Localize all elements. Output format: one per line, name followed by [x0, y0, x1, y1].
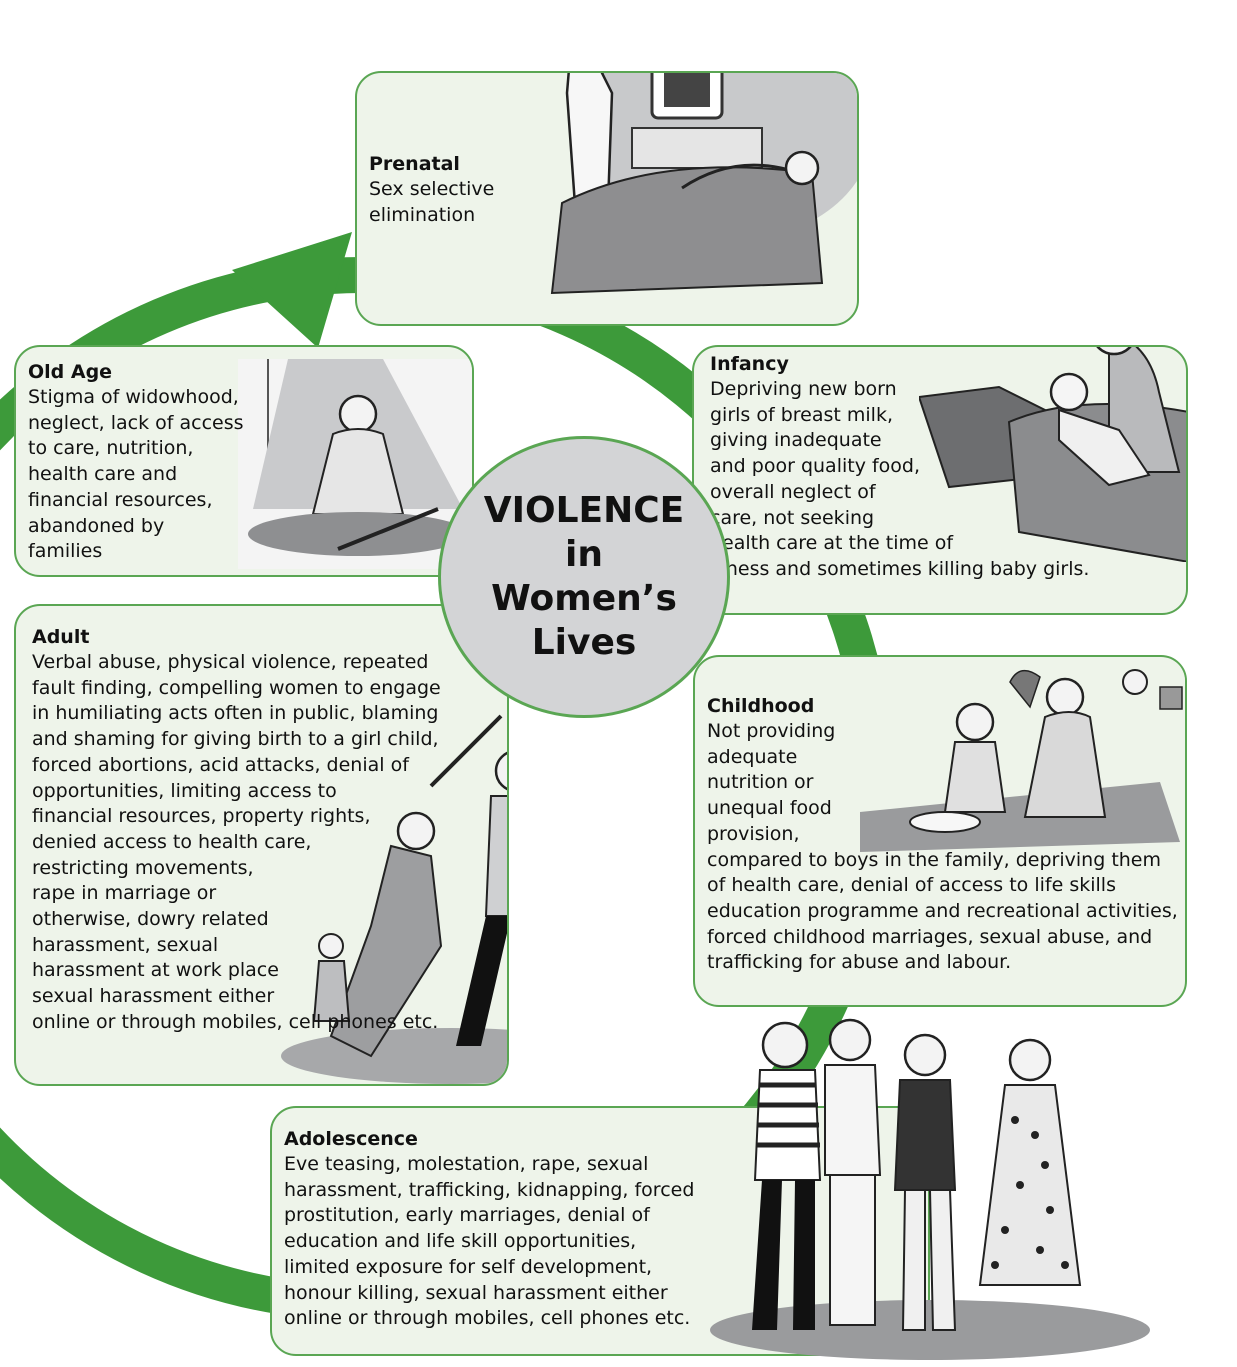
stage-card-old-age: Old Age Stigma of widowhood, neglect, la… [14, 345, 474, 577]
elderly-woman-illustration [238, 359, 472, 569]
cycle-arrowhead-icon [232, 232, 352, 348]
domestic-violence-illustration [281, 714, 507, 1084]
stage-description: Stigma of widowhood, neglect, lack of ac… [28, 386, 244, 563]
center-circle: VIOLENCE in Women’s Lives [438, 436, 730, 718]
ultrasound-illustration [550, 73, 857, 295]
center-title: VIOLENCE in Women’s Lives [483, 490, 685, 663]
stage-card-infancy: Infancy Depriving new born girls of brea… [692, 345, 1188, 615]
stage-description: Depriving new born girls of breast milk,… [710, 378, 1090, 580]
eve-teasing-illustration [710, 1018, 1150, 1360]
stage-title: Old Age [28, 361, 113, 383]
stage-card-adult: Adult Verbal abuse, physical violence, r… [14, 604, 509, 1086]
stage-description: Not providing adequate nutrition or uneq… [707, 720, 1178, 974]
stage-card-adolescence: Adolescence Eve teasing, molestation, ra… [270, 1106, 930, 1356]
stage-title: Prenatal [369, 153, 460, 175]
stage-description: Sex selective elimination [369, 178, 495, 226]
stage-description: Eve teasing, molestation, rape, sexual h… [284, 1153, 695, 1330]
stage-title: Infancy [710, 353, 789, 375]
stage-title: Adult [32, 626, 90, 648]
mother-feeding-illustration [919, 347, 1186, 562]
stage-card-prenatal: Prenatal Sex selective elimination [355, 71, 859, 326]
child-eating-illustration [860, 662, 1185, 852]
stage-title: Childhood [707, 695, 815, 717]
stage-title: Adolescence [284, 1128, 418, 1150]
stage-description: Verbal abuse, physical violence, repeate… [32, 651, 441, 1033]
stage-card-childhood: Childhood Not providing adequate nutriti… [693, 655, 1187, 1007]
